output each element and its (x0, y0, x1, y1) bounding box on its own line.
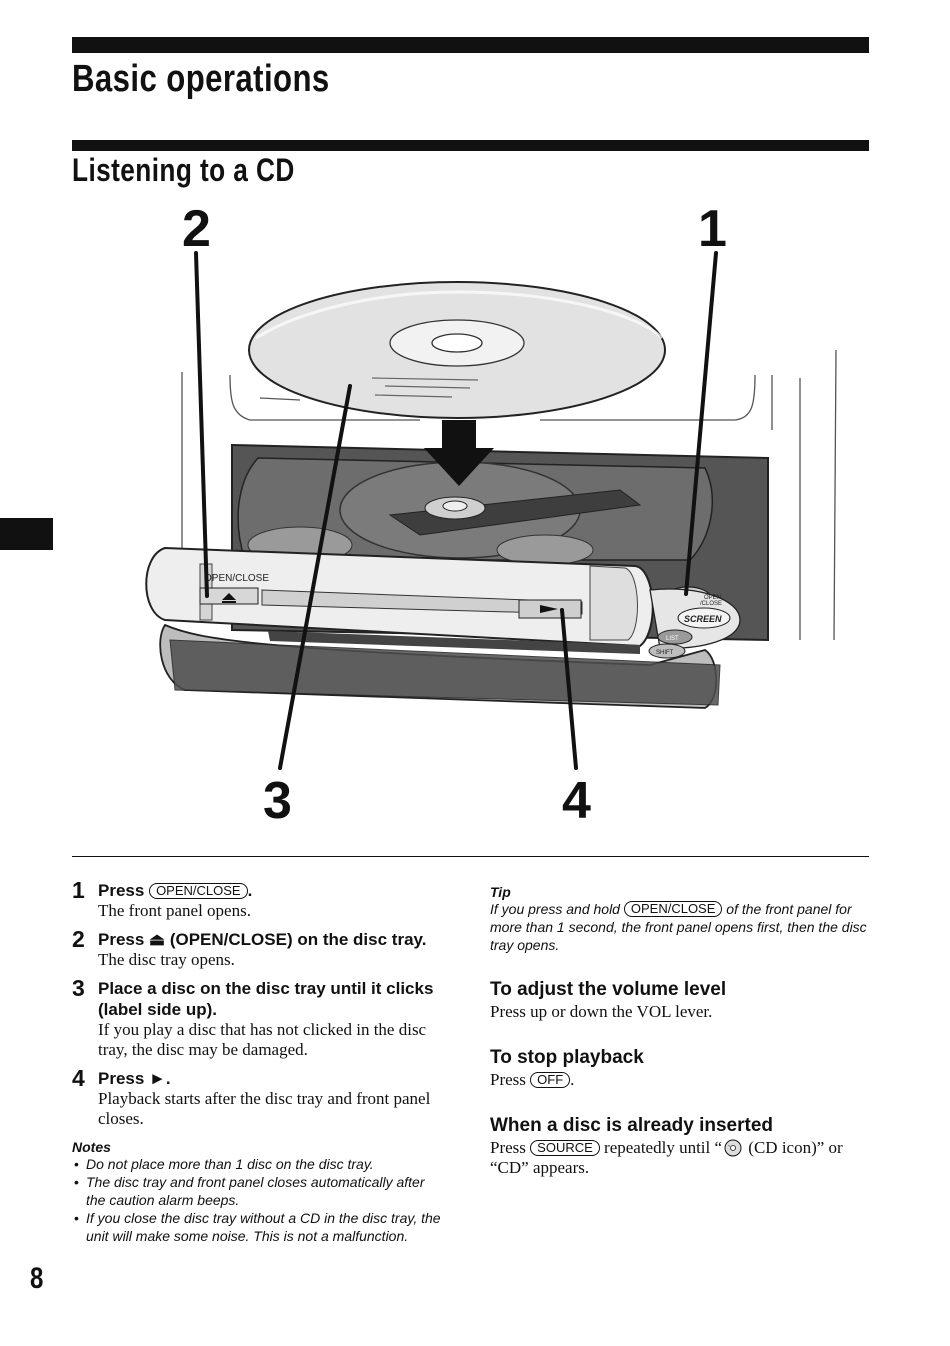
callout-2: 2 (182, 200, 211, 258)
inserted-heading: When a disc is already inserted (490, 1115, 773, 1136)
steps-column: 1 Press OPEN/CLOSE. The front panel open… (72, 877, 444, 1245)
step-3: 3 Place a disc on the disc tray until it… (72, 975, 434, 1059)
cd-player-illustration: OPEN/CLOSE OPEN /CLOSE SCREEN LIST SHIFT (145, 251, 837, 770)
cd-icon (724, 1139, 742, 1157)
stop-body: Press OFF. (490, 1070, 575, 1089)
divider (72, 856, 869, 857)
svg-text:LIST: LIST (666, 636, 679, 642)
panel-label-screen: SCREEN (684, 614, 722, 624)
callout-3: 3 (263, 772, 292, 830)
open-close-key: OPEN/CLOSE (623, 901, 723, 917)
volume-body: Press up or down the VOL lever. (490, 1002, 713, 1021)
svg-text:SHIFT: SHIFT (656, 650, 674, 656)
stop-heading: To stop playback (490, 1047, 644, 1068)
callout-1: 1 (698, 200, 727, 258)
note-item: The disc tray and front panel closes aut… (72, 1173, 444, 1209)
svg-text:OPEN: OPEN (704, 595, 721, 601)
off-key: OFF (530, 1072, 571, 1088)
note-item: Do not place more than 1 disc on the dis… (72, 1155, 444, 1173)
side-tab-marker (0, 518, 53, 550)
source-key: SOURCE (530, 1140, 600, 1156)
step-1: 1 Press OPEN/CLOSE. The front panel open… (72, 877, 253, 920)
tip-body: If you press and hold OPEN/CLOSE of the … (490, 901, 867, 953)
volume-heading: To adjust the volume level (490, 979, 727, 1000)
tip-title: Tip (490, 884, 511, 900)
note-item: If you close the disc tray without a CD … (72, 1209, 444, 1245)
section-rule (72, 140, 869, 151)
callout-4: 4 (562, 772, 591, 830)
page-number: 8 (30, 1262, 44, 1295)
notes-title: Notes (72, 1139, 111, 1155)
page-title: Basic operations (72, 58, 330, 100)
step-2: 2 Press ⏏ (OPEN/CLOSE) on the disc tray.… (72, 926, 427, 969)
open-close-key: OPEN/CLOSE (149, 883, 248, 899)
inserted-body: Press SOURCE repeatedly until “ (CD icon… (490, 1138, 843, 1177)
step-4: 4 Press ►. Playback starts after the dis… (72, 1065, 431, 1128)
section-title: Listening to a CD (72, 152, 295, 188)
panel-label-open-close: OPEN/CLOSE (204, 573, 269, 584)
svg-text:/CLOSE: /CLOSE (700, 601, 722, 607)
top-rule (72, 37, 869, 53)
info-column: Tip If you press and hold OPEN/CLOSE of … (490, 884, 875, 1178)
